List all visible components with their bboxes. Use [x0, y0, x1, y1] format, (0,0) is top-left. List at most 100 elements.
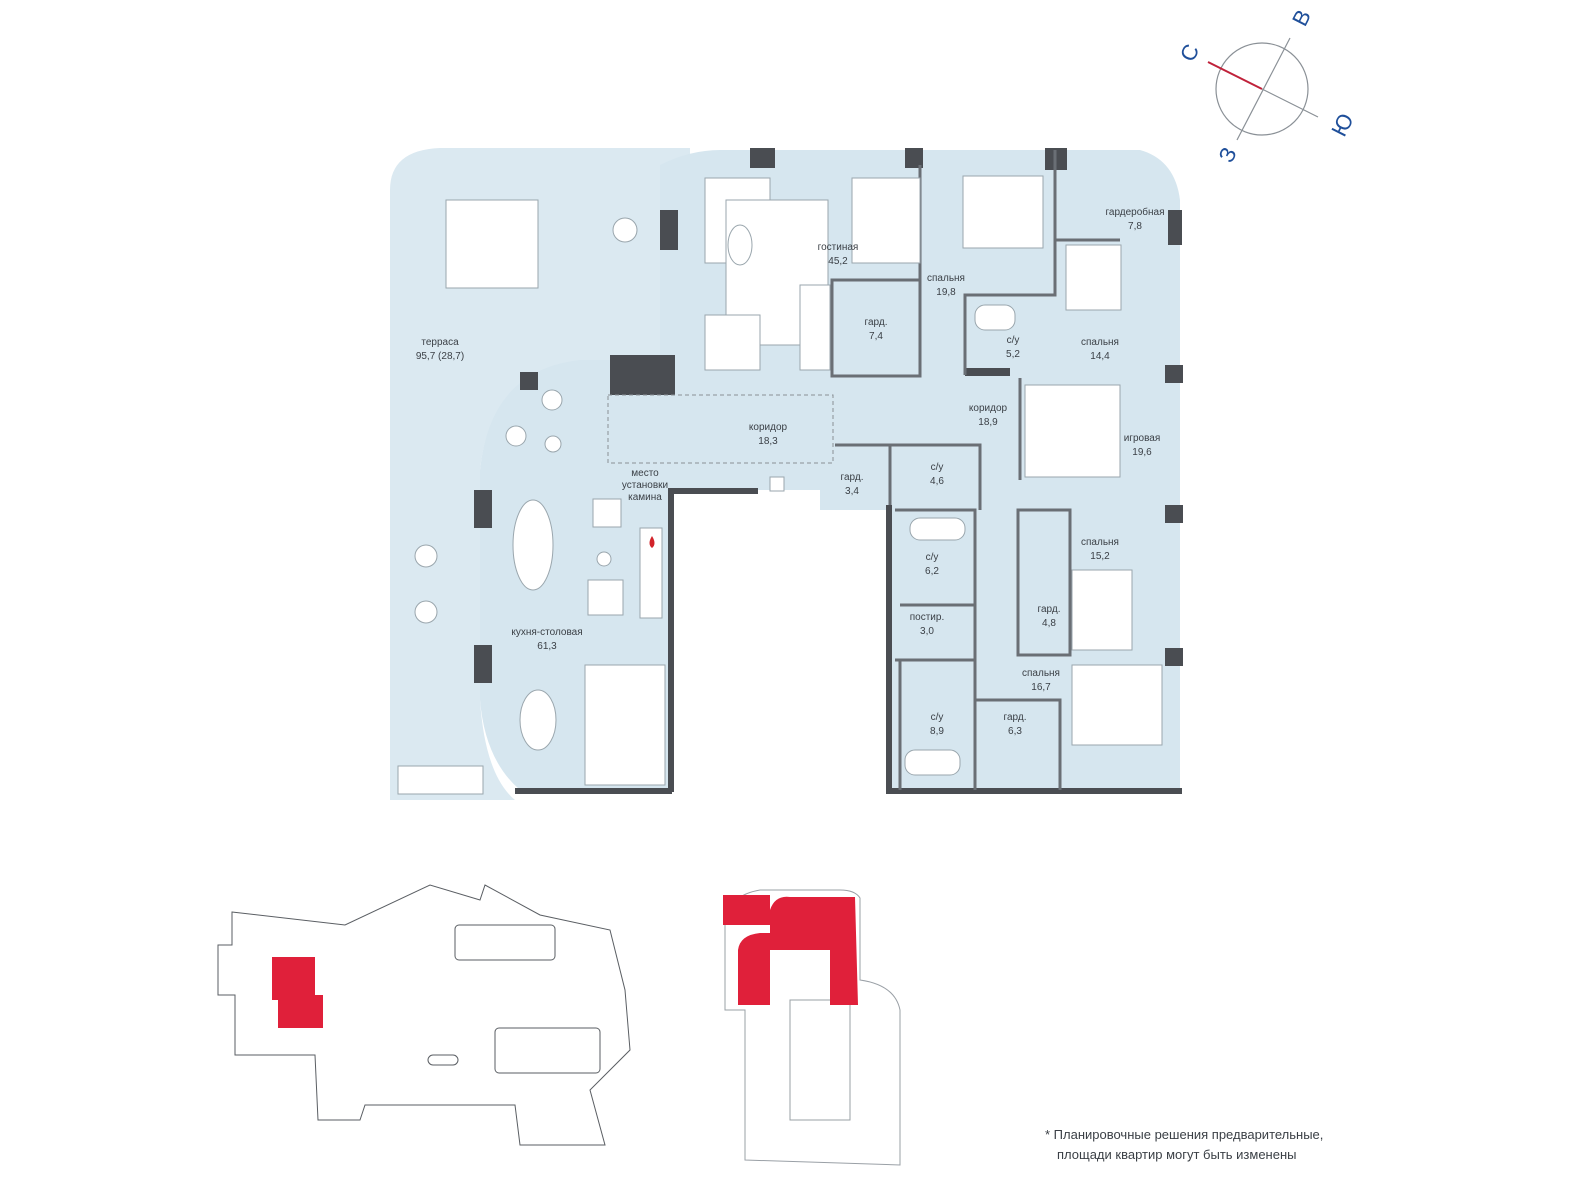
column: [474, 645, 492, 683]
room-name: с/у: [926, 552, 939, 563]
side-table: [544, 435, 562, 453]
double-bed: [1071, 664, 1163, 746]
column: [1165, 365, 1183, 383]
compass-rose: С В Ю З: [1175, 6, 1359, 167]
building-footprint: [454, 924, 556, 961]
room-name: коридор: [749, 422, 788, 433]
chair: [505, 425, 527, 447]
wall: [965, 368, 1010, 376]
apartment-location-marker: [272, 957, 323, 1028]
core-outline: [789, 999, 851, 1121]
column: [905, 148, 923, 168]
sofa: [799, 284, 831, 371]
armchair: [592, 498, 622, 528]
room-area: 7,4: [869, 331, 883, 342]
room-area: 3,0: [920, 626, 934, 637]
side-table: [596, 551, 612, 567]
compass-label-south: Ю: [1326, 109, 1358, 140]
fireplace-note-line: камина: [628, 492, 662, 503]
floor-key-plan: [723, 889, 901, 1166]
room-area: 15,2: [1090, 551, 1110, 562]
room-name: гардеробная: [1105, 206, 1164, 218]
compass-north-needle: [1207, 61, 1263, 90]
compass-label-west: З: [1213, 143, 1241, 166]
room-area: 5,2: [1006, 349, 1020, 360]
room-area: 16,7: [1031, 682, 1051, 693]
room-area: 14,4: [1090, 351, 1110, 362]
room-area: 45,2: [828, 256, 848, 267]
column: [1165, 648, 1183, 666]
dining-table: [512, 499, 554, 591]
column: [520, 372, 538, 390]
fire-icon: [649, 536, 655, 548]
room-name: спальня: [1022, 668, 1060, 679]
fireplace-note-line: установки: [622, 480, 668, 491]
column: [750, 148, 775, 168]
room-area: 19,6: [1132, 447, 1152, 458]
room-area: 61,3: [537, 641, 557, 652]
apartment-plan: терраса 95,7 (28,7) гостиная 45,2 спальн…: [390, 148, 1183, 800]
room-area: 6,3: [1008, 726, 1022, 737]
bathtub: [904, 749, 961, 776]
wall: [668, 488, 674, 792]
lounge-chair: [414, 544, 438, 568]
corridor-dashed-zone: [607, 394, 834, 464]
room-area: 8,9: [930, 726, 944, 737]
compass-south-axis: [1261, 88, 1319, 118]
room-name: гард.: [1038, 604, 1061, 615]
column: [1168, 210, 1182, 245]
room-labels: терраса 95,7 (28,7) гостиная 45,2 спальн…: [416, 206, 1165, 737]
utility-box: [769, 476, 785, 492]
furniture: [397, 175, 1163, 795]
playroom-rug: [1024, 384, 1121, 478]
chair: [541, 389, 563, 411]
bed: [1071, 569, 1133, 651]
coffee-table: [727, 224, 753, 266]
wall-block: [610, 355, 675, 395]
room-name: с/у: [1007, 335, 1020, 346]
footnote: * Планировочные решения предварительные,…: [1045, 1125, 1405, 1165]
building-footprint: [427, 1054, 459, 1066]
room-area: 7,8: [1128, 221, 1142, 232]
lounge-chair: [414, 600, 438, 624]
room-name: гостиная: [818, 242, 859, 253]
room-area: 95,7 (28,7): [416, 351, 464, 362]
room-name: терраса: [421, 337, 459, 348]
single-bed: [1065, 244, 1122, 311]
apartment-highlight: [723, 895, 858, 1005]
bathtub: [974, 304, 1016, 331]
compass-axis-ew: [1236, 37, 1291, 141]
plants: [397, 765, 484, 795]
wall: [515, 788, 672, 794]
double-bed: [962, 175, 1044, 249]
column: [1165, 505, 1183, 523]
room-name: спальня: [1081, 337, 1119, 348]
room-name: с/у: [931, 712, 944, 723]
kitchen-counter: [584, 664, 666, 786]
room-name: гард.: [865, 317, 888, 328]
footnote-line-1: * Планировочные решения предварительные,: [1045, 1127, 1324, 1142]
wall: [886, 505, 892, 792]
armchair: [587, 579, 624, 616]
compass-circle: [1215, 42, 1309, 136]
room-name: постир.: [910, 612, 944, 623]
building-footprint: [494, 1027, 601, 1074]
room-name: спальня: [927, 273, 965, 284]
wall: [668, 488, 758, 494]
room-area: 4,8: [1042, 618, 1056, 629]
room-name: с/у: [931, 462, 944, 473]
partitions: [830, 150, 1120, 790]
compass-label-north: С: [1175, 40, 1205, 66]
room-name: коридор: [969, 403, 1008, 414]
terrace-dining-set: [445, 199, 539, 289]
room-name: гард.: [841, 472, 864, 483]
site-map: [217, 884, 631, 1146]
fireplace: [639, 527, 663, 619]
sofa: [851, 177, 921, 264]
plant: [612, 217, 638, 243]
room-name: гард.: [1004, 712, 1027, 723]
column: [660, 210, 678, 250]
wall: [886, 788, 1182, 794]
